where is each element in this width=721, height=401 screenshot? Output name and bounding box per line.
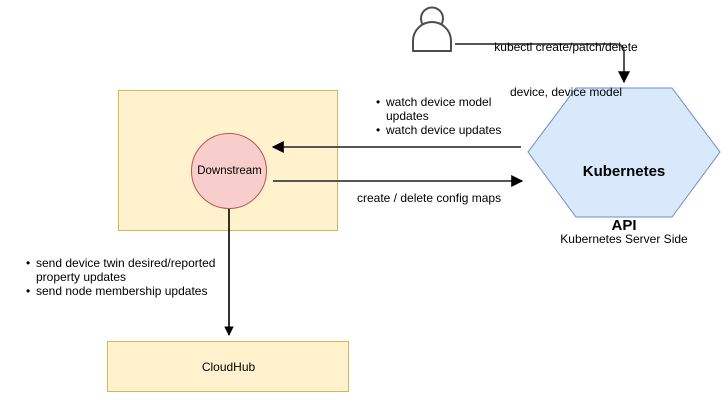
edge-send-bullet-2: send node membership updates — [36, 284, 208, 298]
cloudhub-label: CloudHub — [201, 360, 256, 374]
downstream-label: Downstream — [197, 165, 262, 177]
cloudhub-box — [107, 341, 349, 392]
list-item: send device twin desired/reportedpropert… — [26, 256, 236, 284]
edge-send-bullet-list: send device twin desired/reportedpropert… — [26, 256, 236, 298]
edge-config-maps-label: create / delete config maps — [357, 191, 502, 205]
kubernetes-api-label: Kubernetes API — [546, 127, 702, 271]
edge-send-bullet-1-line1: send device twin desired/reported — [36, 256, 216, 270]
edge-watch-bullet-2: watch device updates — [386, 123, 502, 137]
user-actor-icon — [412, 6, 452, 52]
kubernetes-api-hexagon — [527, 87, 721, 218]
kubernetes-api-label-line2: API — [611, 217, 637, 234]
edge-watch-bullet-1-line2: updates — [386, 109, 429, 123]
kubernetes-api-label-line1: Kubernetes — [582, 163, 666, 180]
edge-kubectl-line — [455, 43, 630, 84]
edge-send-bullet-1-line2: property updates — [36, 270, 127, 284]
edge-kubectl-label-line1: kubectl create/patch/delete — [494, 40, 638, 54]
list-item: send node membership updates — [26, 284, 236, 298]
edge-watch-bullet-1-line1: watch device model — [386, 95, 492, 109]
kubernetes-server-side-label: Kubernetes Server Side — [560, 232, 688, 246]
downstream-circle — [191, 133, 267, 209]
list-item: watch device updates — [376, 123, 526, 137]
